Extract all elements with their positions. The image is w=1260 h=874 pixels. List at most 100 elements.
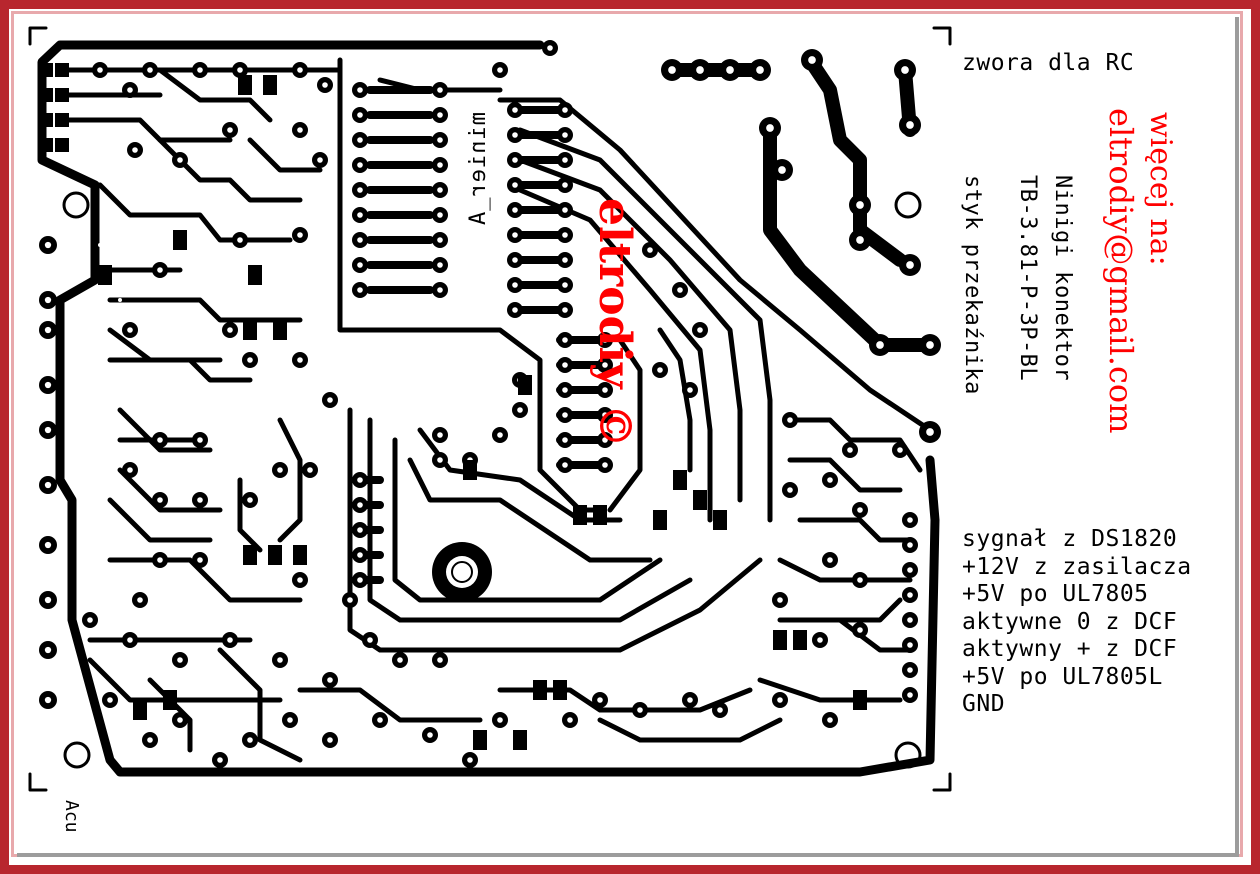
connector-label-line-3: styk przekaźnika	[960, 175, 985, 395]
pad-drill	[907, 642, 913, 648]
pad-drill	[427, 732, 433, 738]
pad-drill	[907, 667, 913, 673]
pad-drill	[827, 717, 833, 723]
pad-drill	[367, 637, 373, 643]
pad-drill	[44, 596, 52, 604]
pad-drill	[357, 112, 363, 118]
pad-drill	[44, 326, 52, 334]
pad-drill	[567, 717, 573, 723]
pad-drill	[127, 87, 133, 93]
signal-label: +5V po UL7805	[962, 581, 1149, 607]
smd-pad	[173, 230, 187, 250]
pad-drill	[297, 357, 303, 363]
pad-drill	[44, 296, 52, 304]
pad-drill	[127, 327, 133, 333]
pad-drill	[357, 577, 363, 583]
pad-drill	[907, 542, 913, 548]
pad-drill	[44, 426, 52, 434]
picture-frame-shadow	[17, 17, 1239, 857]
mounting-hole	[63, 741, 91, 769]
pad-drill	[907, 617, 913, 623]
pad-drill	[907, 567, 913, 573]
pad-drill	[717, 707, 723, 713]
pad-drill	[357, 527, 363, 533]
pad-drill	[357, 552, 363, 558]
pad-drill	[562, 107, 568, 113]
pad-drill	[347, 597, 353, 603]
pad-drill	[44, 381, 52, 389]
pad-drill	[44, 541, 52, 549]
pad-drill	[547, 45, 553, 51]
large-center-pad	[432, 542, 492, 602]
connector-label-line-2: TB-3.81-P-3P-BL	[1015, 175, 1040, 382]
pad-drill	[437, 162, 443, 168]
smd-pad	[39, 88, 53, 102]
pad-drill	[177, 157, 183, 163]
pad-drill	[562, 462, 568, 468]
bottom-side-label: Acu	[61, 800, 82, 833]
pad-drill	[817, 637, 823, 643]
corner-marks	[28, 26, 952, 792]
pad-drill	[857, 577, 863, 583]
pad-drill	[726, 66, 734, 74]
pad-drill	[907, 692, 913, 698]
pad-drill	[668, 66, 676, 74]
pad-drill	[87, 617, 93, 623]
ground-ring	[37, 40, 940, 777]
pad-drill	[327, 737, 333, 743]
signal-legend: sygnał z DS1820 +12V z zasilacza +5V po …	[962, 526, 1192, 719]
pad-drill	[777, 697, 783, 703]
pad-drill	[512, 307, 518, 313]
smd-pad	[463, 460, 477, 480]
pad-drill	[512, 157, 518, 163]
smd-pad	[98, 265, 112, 285]
smd-pad	[55, 63, 69, 77]
pad-drill	[756, 66, 764, 74]
pad-drill	[497, 432, 503, 438]
pad-drill	[657, 367, 663, 373]
pad-drill	[197, 497, 203, 503]
pad-drill	[437, 287, 443, 293]
pad-drill	[297, 577, 303, 583]
pad-drill	[227, 637, 233, 643]
pad-drill	[637, 707, 643, 713]
smd-pad	[55, 113, 69, 127]
smd-pad	[268, 545, 282, 565]
pad-drill	[177, 717, 183, 723]
pad-drill	[118, 243, 122, 247]
pad-drill	[517, 407, 523, 413]
pad-drill	[297, 67, 303, 73]
pad-drill	[512, 282, 518, 288]
pad-drill	[827, 477, 833, 483]
pad-drill	[907, 517, 913, 523]
pad-drill	[44, 696, 52, 704]
pad-drill	[512, 107, 518, 113]
smd-pad	[793, 630, 807, 650]
pad-drill	[157, 557, 163, 563]
pad-drill	[787, 417, 793, 423]
pad-drill	[926, 341, 934, 349]
smd-pad	[293, 545, 307, 565]
pad-drill	[132, 147, 138, 153]
smd-pad	[653, 510, 667, 530]
pad-drill	[907, 592, 913, 598]
pad-drill	[157, 267, 163, 273]
pad-drill	[808, 56, 816, 64]
pad-drill	[562, 132, 568, 138]
pad-drill	[437, 112, 443, 118]
pad-drill	[512, 232, 518, 238]
pad-drill	[562, 387, 568, 393]
pad-drill	[562, 257, 568, 263]
pad-drill	[512, 132, 518, 138]
pad-drill	[287, 717, 293, 723]
pad-drill	[107, 697, 113, 703]
smd-pad	[533, 680, 547, 700]
smd-pad	[243, 320, 257, 340]
smd-pad	[773, 630, 787, 650]
pad-drill	[247, 737, 253, 743]
smd-pad	[238, 75, 252, 95]
pad-drill	[497, 67, 503, 73]
pad-drill	[512, 207, 518, 213]
pad-drill	[357, 237, 363, 243]
